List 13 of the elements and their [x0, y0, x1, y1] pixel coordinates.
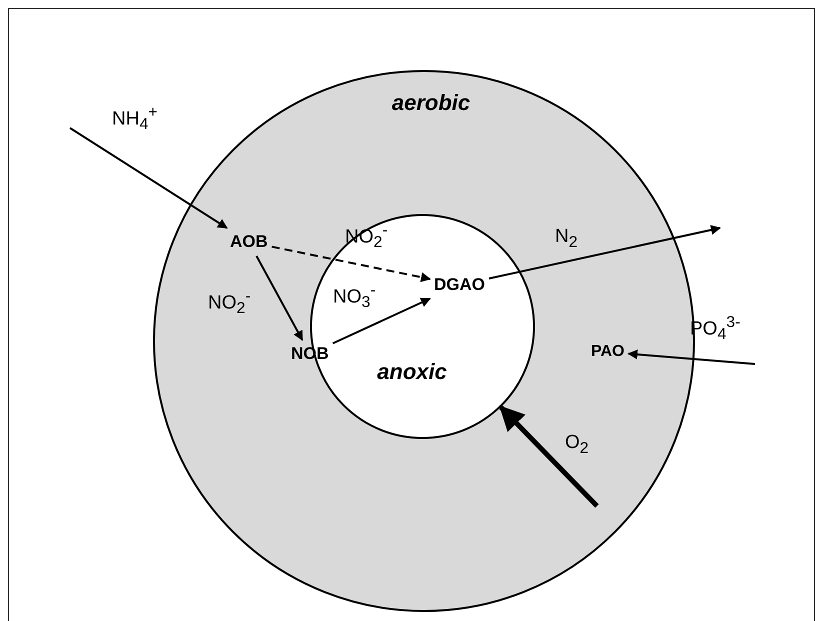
arrow [256, 256, 304, 341]
organism-label: AOB [230, 232, 268, 252]
zone-label: aerobic [392, 90, 470, 116]
arrow [499, 405, 599, 508]
edge-label: O$_{2}$ [565, 432, 589, 458]
edge-label: N$_{2}$ [555, 226, 578, 252]
dashed-arrow [272, 246, 431, 282]
arrow [628, 349, 756, 365]
arrow [69, 127, 228, 229]
zone-label: anoxic [377, 359, 447, 385]
organism-label: DGAO [434, 275, 485, 295]
arrow [488, 225, 721, 280]
organism-label: PAO [591, 343, 624, 361]
